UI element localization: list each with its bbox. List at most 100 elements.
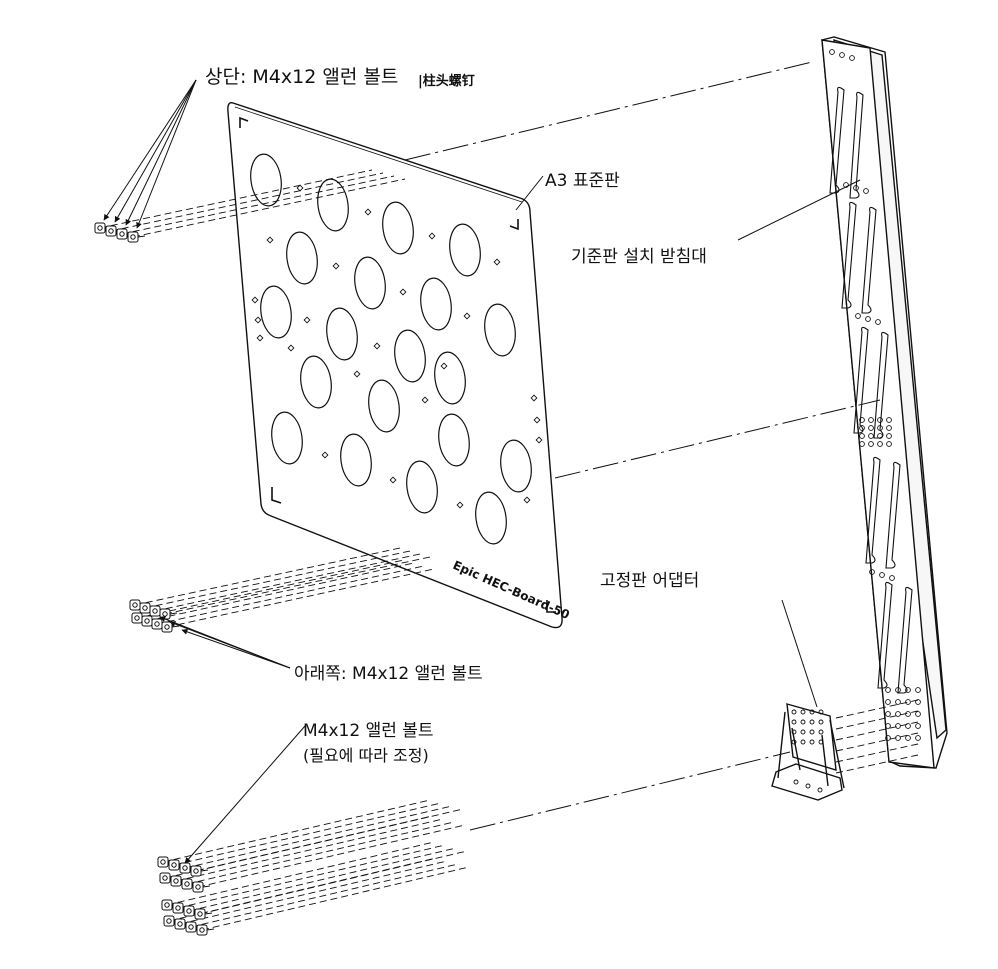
adapter-hole <box>791 729 797 735</box>
board-small-hole <box>463 312 471 320</box>
stand-slot <box>873 331 889 439</box>
stand-hole <box>895 699 901 705</box>
board-hole <box>271 411 303 465</box>
adapter-hole <box>800 709 806 715</box>
bolt-guide-line <box>144 550 411 609</box>
stand-holes <box>829 49 921 741</box>
board-small-hole <box>440 362 448 370</box>
bolt-guide-line <box>110 172 384 232</box>
label-top-bolts-cn: |柱头螺钉 <box>418 74 475 89</box>
bolt-guide-line <box>136 559 405 619</box>
adapter-hole <box>800 729 806 735</box>
top-bolt <box>94 222 113 234</box>
board-hole <box>449 223 481 277</box>
stand-hole <box>885 723 891 729</box>
board-small-hole <box>353 370 361 378</box>
board-hole <box>420 277 452 331</box>
stand-hole <box>859 417 865 423</box>
stand-slot <box>853 326 869 434</box>
stand-hole <box>868 417 874 423</box>
bolt-guide-line <box>186 821 455 885</box>
board-hole <box>326 307 358 361</box>
adapter-hole <box>791 709 797 715</box>
bolt-guide-line <box>177 844 446 909</box>
stand-hole <box>877 441 883 447</box>
stand-hole <box>868 433 874 439</box>
label-adapter: 고정판 어댑터 <box>600 571 700 591</box>
adapter-hole <box>818 729 824 735</box>
board-small-hole <box>303 316 311 324</box>
board-corner-marks <box>239 116 556 613</box>
bolt-guide-line <box>156 565 425 625</box>
bolt-guide-line <box>197 824 466 888</box>
board-small-hole <box>456 501 464 509</box>
board-small-hole <box>256 334 264 342</box>
board-small-hole <box>389 476 397 484</box>
bolt-guide-line <box>162 799 431 863</box>
bolt-guide-line <box>164 556 431 615</box>
stand-hole <box>859 441 865 447</box>
bolt-guide-line <box>121 175 395 235</box>
board-small-hole <box>296 184 304 192</box>
stand-slot <box>897 586 913 694</box>
board-hole <box>354 256 386 310</box>
alignment-lines <box>404 61 881 831</box>
board-small-hole <box>399 288 407 296</box>
bolt-guide-line <box>835 721 919 741</box>
adapter-hole <box>809 729 815 735</box>
label-extra-bolts-note: (필요에 따라 조정) <box>303 746 429 765</box>
a3-board-plate <box>227 102 563 629</box>
stand-hole <box>877 425 883 431</box>
bolt-guide-line <box>173 802 442 866</box>
stand-hole <box>868 425 874 431</box>
bolt-guide-line <box>188 847 457 912</box>
board-small-hole <box>321 451 329 459</box>
stand-hole <box>853 185 859 191</box>
bolt-guide-line <box>134 547 401 606</box>
board-small-holes <box>251 184 543 509</box>
label-bottom-bolts: 아래쪽: M4x12 앨런 볼트 <box>294 664 483 684</box>
board-small-hole <box>332 262 340 270</box>
stand-hole <box>839 52 845 58</box>
stand-slot <box>841 201 857 309</box>
stand-slots <box>829 86 913 694</box>
label-extra-bolts: M4x12 앨런 볼트 <box>303 721 434 741</box>
bolt-guide-line <box>168 857 437 922</box>
adapter-hole <box>793 779 799 785</box>
bottom-bolt <box>131 612 150 624</box>
stand-hole <box>877 417 883 423</box>
stand-hole <box>863 188 869 194</box>
bolt-guide-line <box>99 169 373 229</box>
bolt-guide-line <box>835 754 919 774</box>
board-small-hole <box>523 496 531 504</box>
board-small-hole <box>421 396 429 404</box>
stand-slot <box>849 91 864 199</box>
stand-slot <box>861 206 877 314</box>
top-bolt <box>127 231 146 243</box>
board-hole <box>340 433 372 487</box>
bolt-guide-line <box>154 553 421 612</box>
bolt-guide-line <box>164 815 433 879</box>
stand-hole <box>889 575 895 581</box>
board-hole <box>484 303 516 357</box>
stand-hole <box>829 49 835 55</box>
adapter-hole <box>818 719 824 725</box>
bolt-guide-line <box>175 818 444 882</box>
leader-lines <box>103 79 861 864</box>
stand-hole <box>855 313 861 319</box>
board-hole <box>406 460 438 514</box>
stand-hole <box>886 441 892 447</box>
board-small-hole <box>254 316 262 324</box>
board-small-hole <box>364 208 372 216</box>
stand-hole <box>859 433 865 439</box>
stand-hole <box>885 711 891 717</box>
extra-bolt <box>192 881 211 893</box>
stand-hole <box>915 699 921 705</box>
stand-hole <box>886 433 892 439</box>
bolt-guide-line <box>166 841 435 906</box>
stand-hole <box>865 316 871 322</box>
board-hole <box>434 351 466 405</box>
board-small-hole <box>493 258 501 266</box>
